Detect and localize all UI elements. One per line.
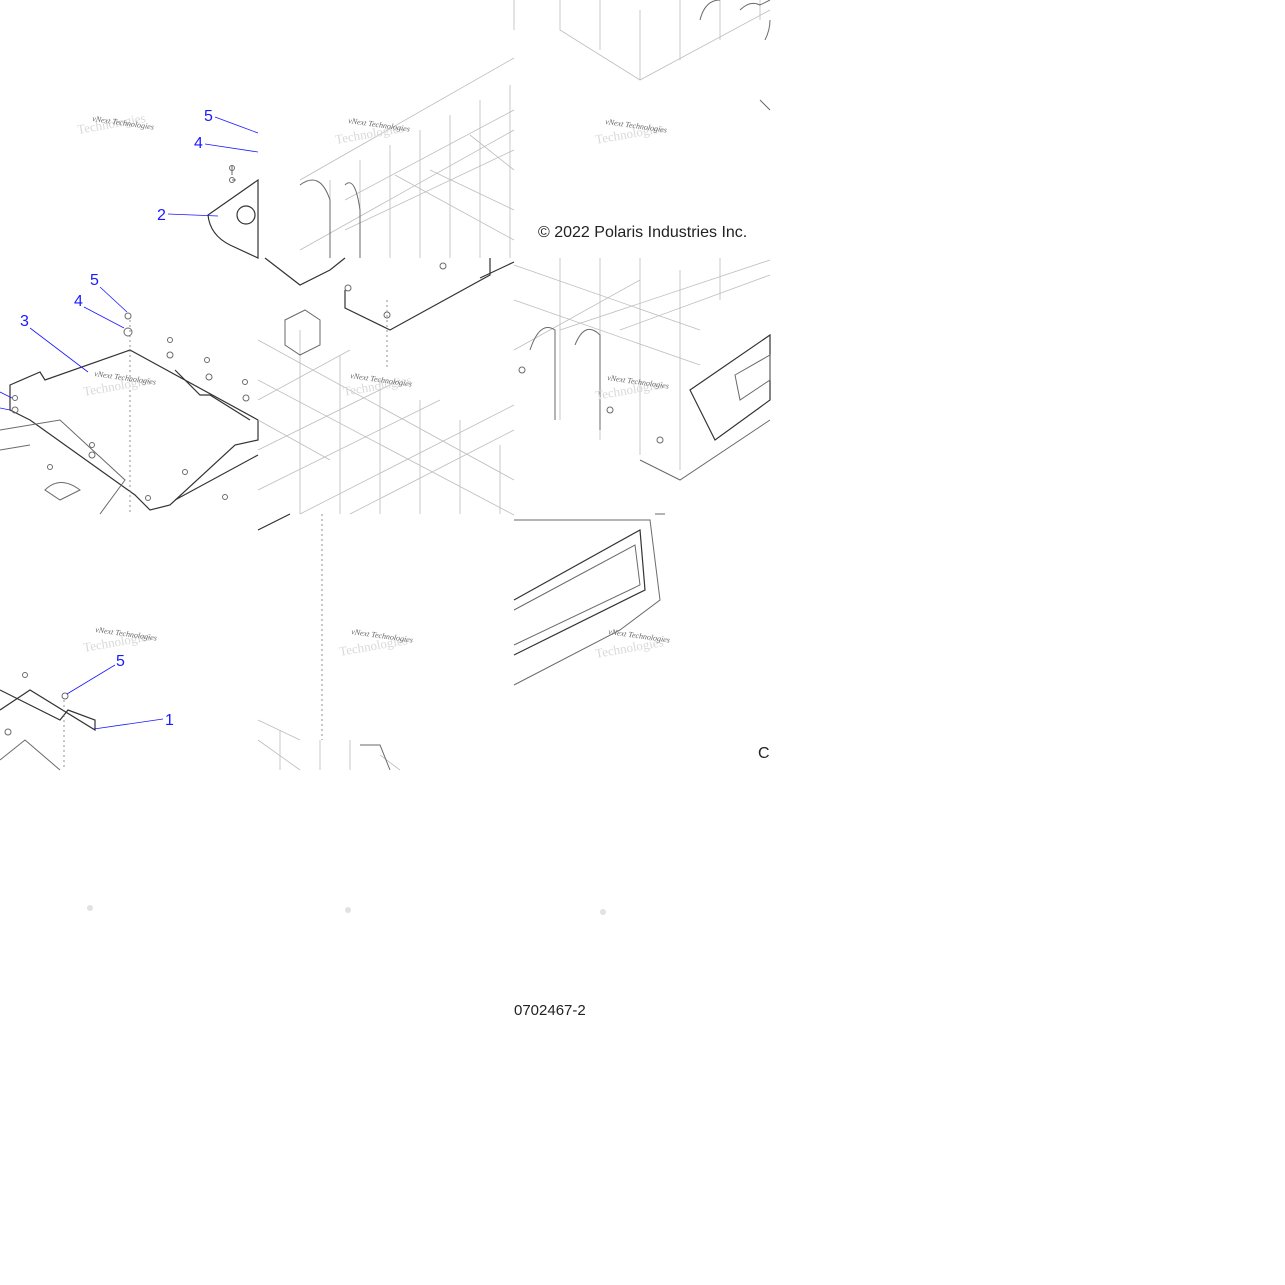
callout-4-mid: 4 (74, 293, 125, 329)
svg-text:1: 1 (165, 712, 174, 729)
svg-text:5: 5 (204, 108, 213, 125)
svg-text:4: 4 (194, 135, 203, 152)
tile-bottom-right (513, 513, 665, 686)
svg-text:5: 5 (90, 272, 99, 289)
svg-text:2: 2 (157, 207, 166, 224)
copyright-fragment: C (758, 745, 770, 762)
callout-5-top: 5 (204, 108, 259, 134)
tile-center (257, 300, 515, 740)
tile-top-right (513, 0, 771, 111)
tile-bottom-center (257, 719, 401, 771)
tile-bottom-left (0, 672, 96, 771)
part-number: 0702467-2 (514, 1002, 586, 1019)
callout-5-bottom: 5 (66, 653, 125, 695)
callout-2: 2 (157, 207, 219, 224)
callout-3: 3 (20, 313, 89, 373)
copyright-notice: © 2022 Polaris Industries Inc. (538, 224, 747, 241)
callout-1: 1 (93, 712, 174, 730)
tile-top-left (207, 165, 259, 259)
tile-mid-right (513, 258, 771, 481)
callout-5-mid: 5 (90, 272, 128, 313)
tile-top-middle (264, 57, 515, 331)
svg-text:4: 4 (74, 293, 83, 310)
callout-4-top: 4 (194, 135, 259, 153)
svg-text:3: 3 (20, 313, 29, 330)
svg-text:5: 5 (116, 653, 125, 670)
tile-mid-left (0, 312, 259, 515)
